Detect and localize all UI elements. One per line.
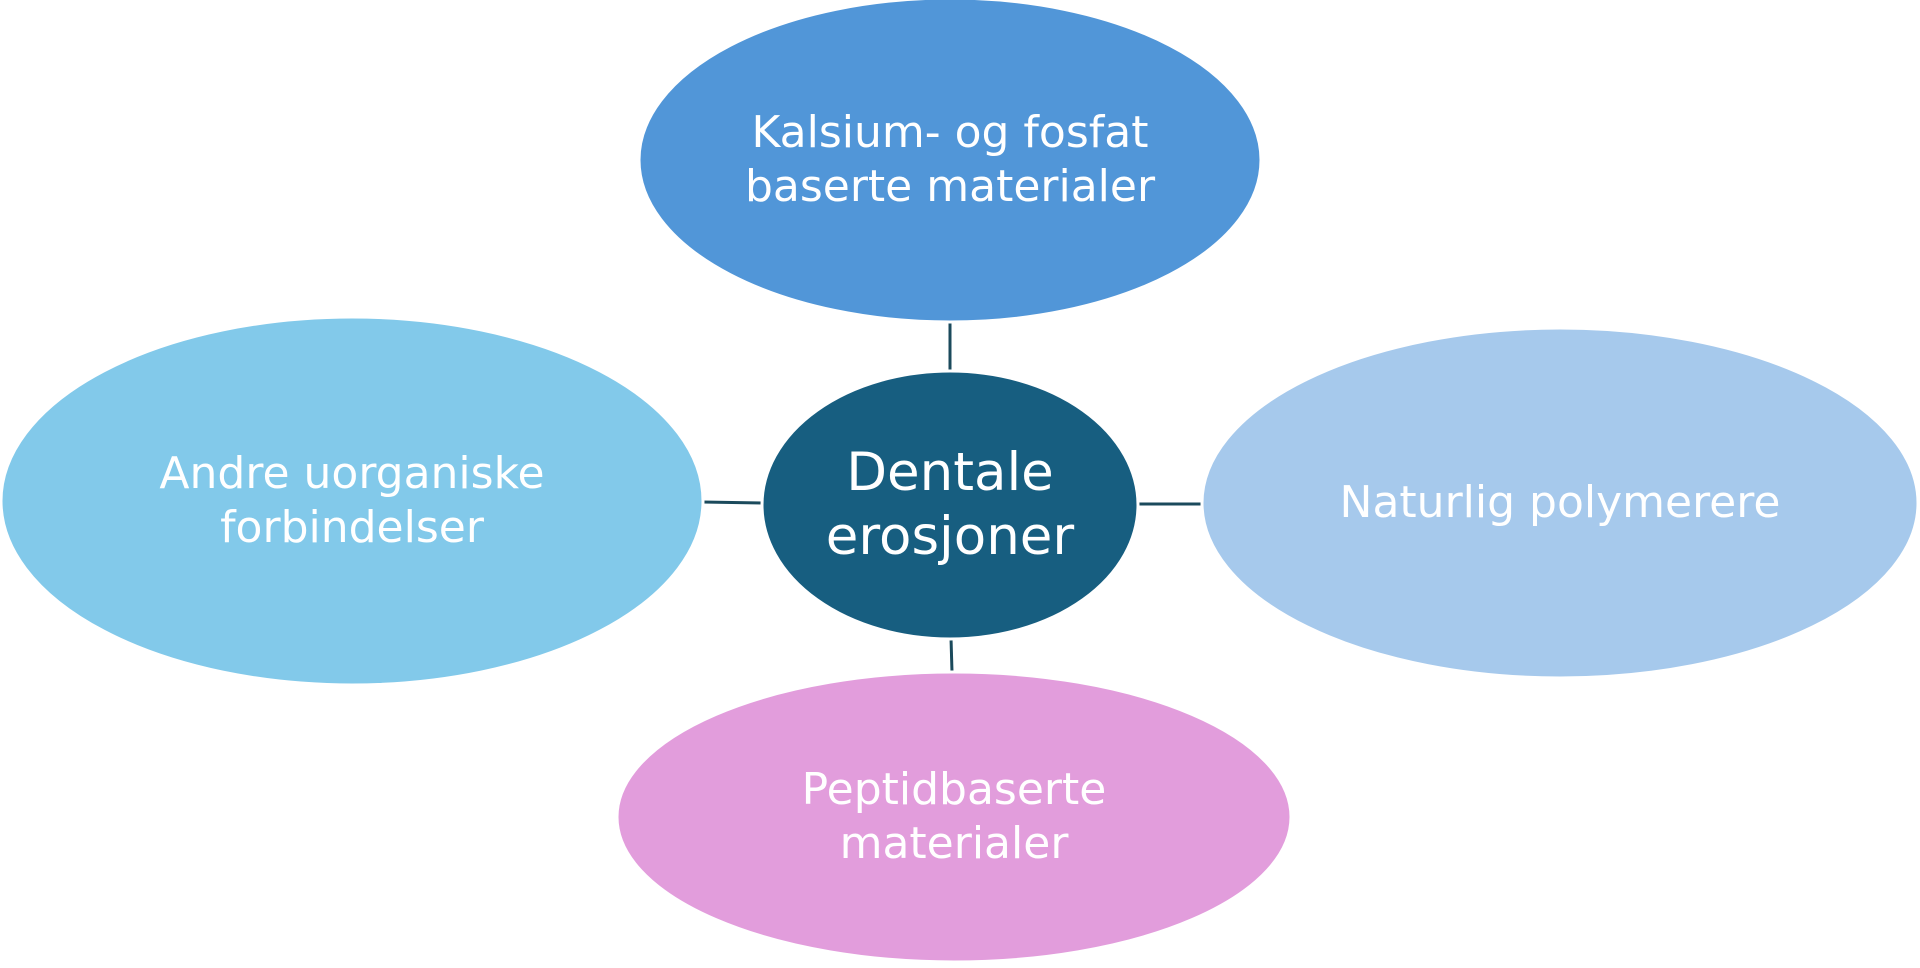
- center-node-ellipse: [760, 369, 1140, 641]
- node-bottom-label: Peptidbaserte materialer: [617, 707, 1291, 927]
- node-top-line-2: baserte materialer: [744, 161, 1156, 212]
- connector-left: [701, 500, 763, 505]
- node-bottom-ellipse: [615, 670, 1293, 964]
- connectors: [701, 322, 1202, 673]
- connector-bottom: [949, 637, 954, 673]
- node-top-ellipse: [637, 0, 1263, 324]
- node-left-label: Andre uorganiske forbindelser: [1, 391, 703, 611]
- node-right-ellipse: [1200, 326, 1920, 680]
- node-top-label: Kalsium- og fosfat baserte materialer: [639, 50, 1261, 270]
- node-bottom-line-2: materialer: [839, 818, 1069, 869]
- node-left-line-2: forbindelser: [220, 502, 484, 553]
- center-node-label: Dentale erosjoner: [762, 395, 1138, 615]
- node-left-ellipse: [0, 315, 705, 687]
- center-line-2: erosjoner: [825, 506, 1075, 567]
- node-top-line-1: Kalsium- og fosfat: [751, 107, 1149, 159]
- node-bottom-line-1: Peptidbaserte: [801, 764, 1107, 816]
- node-right-label: Naturlig polymerere: [1202, 443, 1918, 563]
- node-left-line-1: Andre uorganiske: [159, 448, 545, 500]
- node-right-line-1: Naturlig polymerere: [1339, 477, 1781, 529]
- center-line-1: Dentale: [846, 442, 1054, 504]
